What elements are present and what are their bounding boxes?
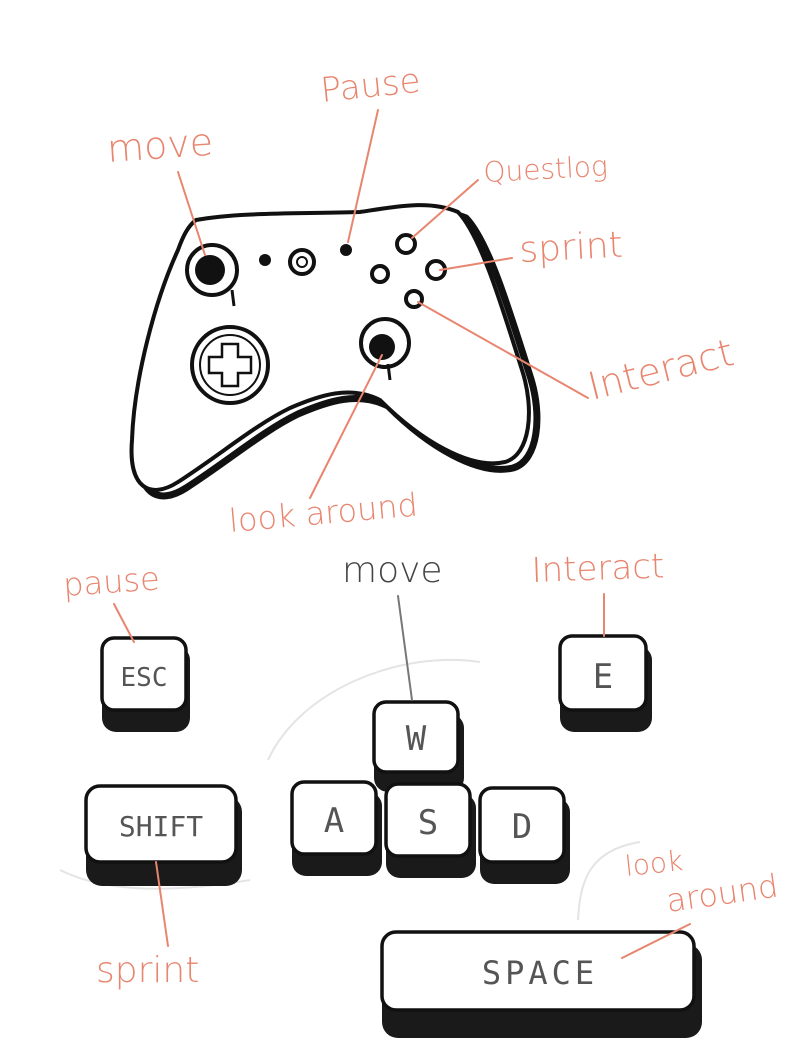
key-d: D	[478, 786, 570, 884]
key-w-face	[372, 700, 460, 774]
callout-kb-look-around-line	[621, 923, 691, 959]
right-stick-tick	[386, 363, 392, 381]
smudge-2	[577, 841, 641, 921]
callout-kb-sprint-line	[155, 861, 169, 947]
callout-interact-line	[417, 301, 589, 399]
key-esc-label: ESC	[121, 663, 168, 693]
key-w: W	[372, 700, 464, 792]
kb-label-move: move	[342, 550, 443, 591]
callout-sprint-line	[439, 257, 513, 271]
guide-button-inner	[296, 256, 308, 268]
callout-move-line	[177, 171, 206, 256]
key-s: S	[384, 782, 476, 878]
key-esc-face	[100, 636, 188, 712]
kb-label-interact: Interact	[531, 546, 665, 591]
label-sprint: sprint	[518, 225, 623, 271]
dpad-cross	[207, 342, 253, 388]
key-shift-face	[84, 784, 238, 864]
callout-kb-pause-line	[113, 603, 135, 643]
face-button-top	[395, 233, 417, 255]
key-s-label: S	[418, 803, 438, 843]
callout-questlog-line	[411, 179, 479, 239]
keyboard-labels: pause move Interact sprint look around	[62, 546, 781, 991]
right-thumbstick-cap	[369, 334, 395, 360]
key-space: SPACE	[380, 930, 702, 1038]
label-questlog: Questlog	[483, 150, 609, 189]
dpad-ring	[199, 334, 261, 396]
key-esc: ESC	[100, 636, 190, 732]
callout-look-around-line	[309, 354, 383, 499]
key-shift: SHIFT	[84, 784, 242, 886]
label-pause: Pause	[319, 61, 423, 111]
face-button-left	[370, 264, 390, 284]
kb-label-pause: pause	[62, 559, 161, 604]
kb-label-sprint: sprint	[96, 950, 199, 991]
key-a-face	[290, 780, 378, 856]
smudge-1	[267, 658, 481, 761]
controller-callout-lines	[177, 109, 589, 499]
callout-kb-move-line	[397, 595, 413, 701]
left-thumbstick-cap	[195, 255, 225, 285]
key-shift-label: SHIFT	[119, 810, 203, 843]
left-stick-tick	[230, 289, 236, 307]
key-a: A	[290, 780, 382, 876]
key-e: E	[558, 634, 652, 732]
label-interact: Interact	[584, 330, 739, 409]
key-d-face	[478, 786, 566, 864]
face-button-bottom	[404, 289, 424, 309]
kb-label-look: look	[623, 844, 684, 883]
callout-pause-line	[347, 109, 379, 243]
key-w-label: W	[406, 719, 427, 759]
key-space-label: SPACE	[482, 954, 598, 992]
game-controller	[129, 203, 541, 500]
key-s-face	[384, 782, 472, 858]
key-d-label: D	[512, 807, 532, 847]
keyboard-callout-lines	[113, 593, 691, 959]
controller-body	[129, 203, 531, 492]
dpad	[190, 325, 270, 405]
key-space-face	[380, 930, 696, 1012]
key-e-label: E	[593, 657, 613, 697]
key-a-label: A	[324, 801, 344, 841]
menu-button	[340, 244, 352, 256]
label-look-around: look around	[227, 486, 419, 540]
view-button	[259, 254, 271, 266]
label-move: move	[106, 120, 215, 171]
